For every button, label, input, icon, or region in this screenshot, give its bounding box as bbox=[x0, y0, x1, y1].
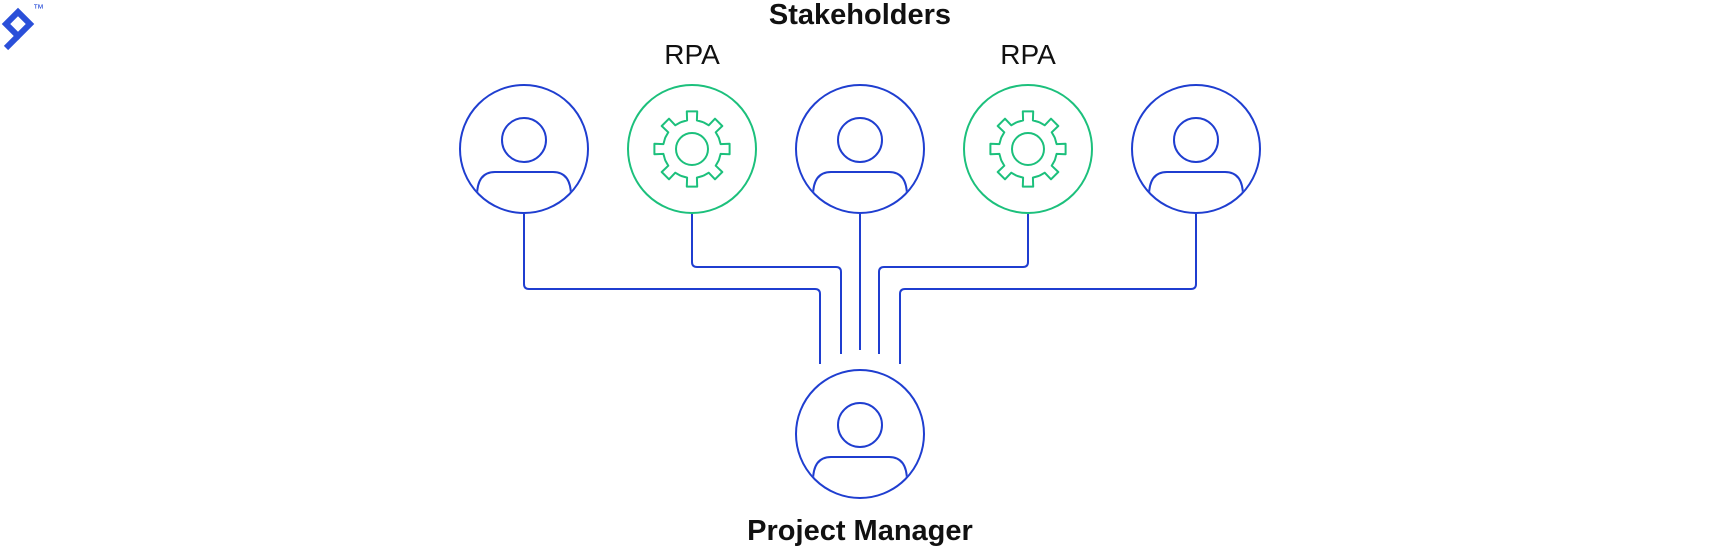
stakeholder-row: RPA RPA bbox=[459, 39, 1261, 214]
gear-icon bbox=[989, 110, 1067, 188]
connector-stakeholder-1 bbox=[523, 214, 821, 364]
manager-label: Project Manager bbox=[747, 515, 973, 547]
person-icon bbox=[812, 117, 908, 197]
rpa-label: RPA bbox=[1000, 39, 1056, 70]
brand-logo: ™ bbox=[1, 3, 44, 51]
manager-circle bbox=[795, 369, 925, 499]
project-manager-node bbox=[795, 369, 925, 499]
connector-lines bbox=[523, 214, 1197, 364]
person-icon bbox=[812, 402, 908, 482]
stakeholder-circle bbox=[963, 84, 1093, 214]
person-icon bbox=[476, 117, 572, 197]
stakeholder-circle bbox=[459, 84, 589, 214]
connector-stakeholder-5 bbox=[899, 214, 1197, 364]
stakeholder-node-2: RPA bbox=[627, 39, 757, 214]
stakeholder-node-1 bbox=[459, 84, 589, 214]
trademark-symbol: ™ bbox=[33, 3, 44, 15]
gear-icon bbox=[653, 110, 731, 188]
stakeholder-node-3 bbox=[795, 84, 925, 214]
stakeholder-circle bbox=[1131, 84, 1261, 214]
stakeholder-node-4: RPA bbox=[963, 39, 1093, 214]
stakeholder-node-5 bbox=[1131, 84, 1261, 214]
stakeholder-circle bbox=[627, 84, 757, 214]
diagram-title: Stakeholders bbox=[769, 0, 951, 31]
connector-stakeholder-2 bbox=[691, 214, 842, 354]
stakeholder-circle bbox=[795, 84, 925, 214]
person-icon bbox=[1148, 117, 1244, 197]
rpa-label: RPA bbox=[664, 39, 720, 70]
connector-stakeholder-4 bbox=[878, 214, 1029, 354]
